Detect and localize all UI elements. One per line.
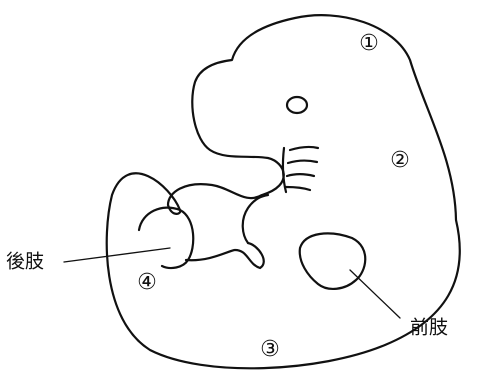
pharyngeal-arch-3 <box>287 174 314 176</box>
forelimb-label: 前肢 <box>410 317 448 339</box>
tail-fold <box>186 243 264 268</box>
eye-shape <box>287 97 307 113</box>
pharyngeal-arch-4 <box>286 187 310 190</box>
hindlimb-label: 後肢 <box>6 251 44 273</box>
hind-fold-inner <box>243 195 268 243</box>
region-marker-3: ③ <box>260 337 280 362</box>
forelimb-bud <box>300 233 366 289</box>
region-marker-1: ① <box>359 31 379 56</box>
forelimb-leader-line <box>350 270 400 318</box>
hindlimb-bud <box>139 208 193 268</box>
hindlimb-leader-line <box>64 248 170 262</box>
pharyngeal-arch-2 <box>288 161 317 163</box>
pharyngeal-arch-stem <box>283 148 286 192</box>
region-marker-2: ② <box>390 148 410 173</box>
pharyngeal-arch-1 <box>290 147 318 150</box>
region-marker-4: ④ <box>137 270 157 295</box>
embryo-body-outline <box>107 15 460 368</box>
